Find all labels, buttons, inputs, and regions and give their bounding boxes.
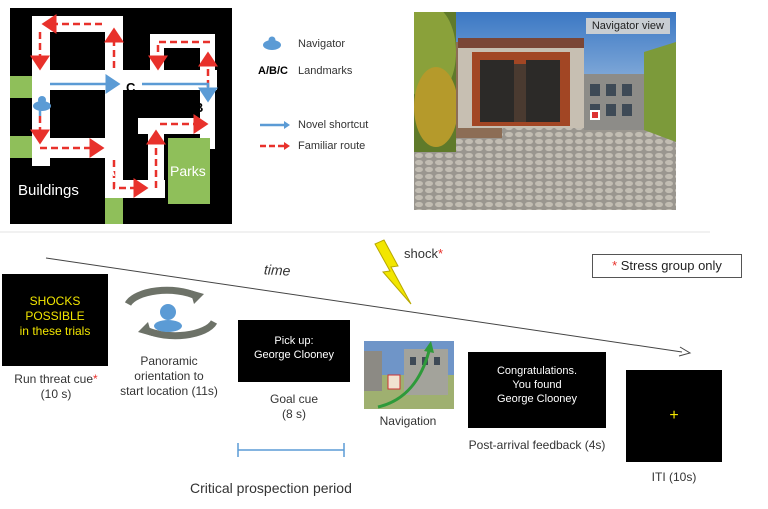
time-arrow-head bbox=[678, 346, 692, 357]
navigator-view-label: Navigator view bbox=[585, 18, 670, 34]
city-map: C B A Buildings Parks bbox=[10, 8, 232, 224]
goal-duration: (8 s) bbox=[282, 407, 306, 421]
stress-note-box: * Stress group only bbox=[592, 254, 742, 278]
threat-line-1: SHOCKS bbox=[29, 294, 81, 308]
navigation-caption: Navigation bbox=[379, 414, 437, 428]
time-label: time bbox=[263, 261, 291, 279]
buildings-label: Buildings bbox=[18, 182, 79, 199]
navigator-view-image: Navigator view bbox=[414, 12, 676, 210]
orientation-line-1: Panoramic bbox=[140, 354, 198, 368]
panoramic-orientation-icon bbox=[124, 286, 218, 340]
landmark-a: A bbox=[106, 164, 116, 179]
navigator-icon bbox=[33, 96, 51, 111]
navigator-legend-icon bbox=[263, 36, 281, 50]
orientation-caption: Panoramic orientation to start location … bbox=[108, 354, 230, 399]
landmark-c: C bbox=[126, 80, 136, 95]
orientation-line-2: orientation to bbox=[134, 369, 204, 383]
stress-note: Stress group only bbox=[620, 258, 722, 273]
orientation-line-3: start location (11s) bbox=[120, 384, 218, 398]
feedback-line-2: You found bbox=[512, 379, 562, 391]
stress-asterisk: * bbox=[612, 258, 618, 273]
feedback-caption: Post-arrival feedback (4s) bbox=[468, 438, 606, 452]
shock-text: shock bbox=[404, 246, 438, 261]
shortcut-legend-line bbox=[260, 121, 290, 129]
feedback-screen: Congratulations. You found George Cloone… bbox=[468, 352, 606, 428]
legend-graphics bbox=[260, 36, 290, 150]
parks-area bbox=[168, 138, 210, 204]
legend-landmarks: Landmarks bbox=[298, 65, 353, 77]
goal-caption-text: Goal cue bbox=[269, 392, 319, 406]
goal-line-1: Pick up: bbox=[274, 335, 314, 347]
legend-landmarks-key: A/B/C bbox=[258, 65, 288, 77]
threat-caption-text: Run threat cue bbox=[14, 372, 94, 386]
navigation-thumbnail bbox=[364, 341, 454, 409]
shock-label: shock* bbox=[404, 246, 443, 261]
threat-duration: (10 s) bbox=[40, 387, 72, 401]
fixation-cross: + bbox=[669, 407, 679, 424]
iti-screen: + bbox=[626, 370, 722, 462]
threat-asterisk: * bbox=[93, 372, 98, 386]
legend-familiar-route: Familiar route bbox=[298, 140, 366, 152]
park-block bbox=[10, 136, 32, 158]
feedback-line-3: George Clooney bbox=[496, 393, 578, 405]
parks-label: Parks bbox=[170, 163, 206, 179]
legend-navigator: Navigator bbox=[298, 38, 346, 50]
familiar-legend-line bbox=[260, 142, 290, 150]
goal-cue-screen: Pick up: George Clooney bbox=[238, 320, 350, 382]
threat-line-3: in these trials bbox=[19, 324, 91, 338]
park-block bbox=[10, 76, 32, 98]
threat-cue-screen: SHOCKS POSSIBLE in these trials bbox=[2, 274, 108, 366]
goal-line-2: George Clooney bbox=[253, 349, 335, 361]
feedback-line-1: Congratulations. bbox=[496, 365, 578, 377]
landmark-b: B bbox=[194, 100, 203, 115]
legend-novel-shortcut: Novel shortcut bbox=[298, 119, 369, 131]
prospection-label: Critical prospection period bbox=[190, 480, 352, 496]
lightning-icon bbox=[374, 239, 412, 305]
time-arrow bbox=[45, 257, 683, 353]
shock-asterisk: * bbox=[437, 246, 444, 261]
iti-caption: ITI (10s) bbox=[651, 470, 697, 484]
park-block bbox=[105, 198, 123, 224]
threat-line-2: POSSIBLE bbox=[25, 309, 85, 323]
threat-caption: Run threat cue* (10 s) bbox=[0, 372, 112, 402]
goal-caption: Goal cue (8 s) bbox=[238, 392, 350, 422]
